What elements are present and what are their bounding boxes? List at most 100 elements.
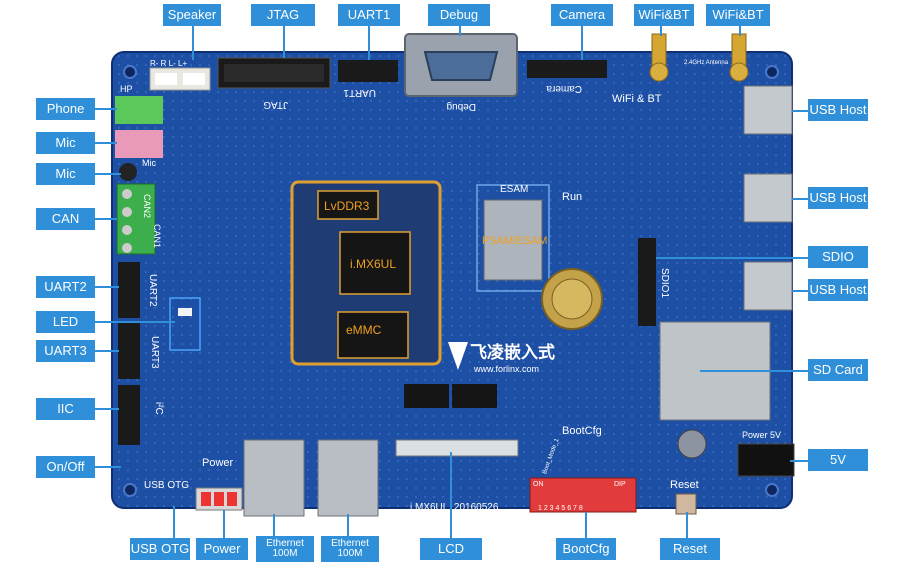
module-imx6ul: i.MX6UL <box>350 257 396 271</box>
connector-line <box>450 452 452 538</box>
ethernet-jacks <box>243 439 379 517</box>
connector-line <box>792 110 808 112</box>
silk-dip-numbers: 1 2 3 4 5 6 7 8 <box>538 505 583 512</box>
connector-line <box>273 514 275 536</box>
connector-line <box>95 408 119 410</box>
connector-line <box>283 26 285 58</box>
forlinx-logo-icon <box>448 342 468 370</box>
silk-antenna: 2.4GHz Antenna <box>684 60 729 66</box>
silk-can1: CAN1 <box>152 224 162 248</box>
module-lvddr3: LvDDR3 <box>324 199 370 213</box>
silk-can2: CAN2 <box>142 194 152 218</box>
connector-line <box>686 512 688 538</box>
label-usb-otg: USB OTG <box>130 538 190 560</box>
label-uart1: UART1 <box>338 4 400 26</box>
label-5v: 5V <box>808 449 868 471</box>
silk-hp: HP <box>120 84 133 94</box>
dc-jack <box>677 429 795 477</box>
usb-host-ports <box>743 85 793 311</box>
connector-line <box>95 466 121 468</box>
connector-line <box>347 514 349 536</box>
label-camera: Camera <box>551 4 613 26</box>
label-bootcfg: BootCfg <box>556 538 616 560</box>
lcd-connector <box>395 384 519 457</box>
label-mic-1: Mic <box>36 132 95 154</box>
label-on-off: On/Off <box>36 456 95 478</box>
camera-header <box>527 60 607 78</box>
silk-power5v: Power 5V <box>742 430 781 440</box>
connector-line <box>95 321 175 323</box>
silk-jtag: JTAG <box>263 99 288 110</box>
connector-line <box>192 26 194 60</box>
mounting-holes <box>123 65 779 497</box>
connector-line <box>790 460 808 462</box>
label-phone: Phone <box>36 98 95 120</box>
connector-line <box>660 26 662 36</box>
connector-line <box>581 26 583 60</box>
uart1-header <box>338 60 398 82</box>
power-switch <box>195 487 243 511</box>
connector-line <box>459 26 461 36</box>
label-usb-host-2: USB Host <box>808 187 868 209</box>
label-ethernet-2: Ethernet 100M <box>321 536 379 562</box>
label-iic: IIC <box>36 398 95 420</box>
speaker-connector <box>149 67 211 91</box>
label-wifi-bt-2: WiFi&BT <box>706 4 770 26</box>
debug-db9-connector <box>404 33 518 97</box>
connector-line <box>95 286 119 288</box>
silk-lr: R- R L- L+ <box>150 59 187 68</box>
connector-line <box>368 26 370 60</box>
connector-line <box>95 173 121 175</box>
label-uart2: UART2 <box>36 276 95 298</box>
label-ethernet-1: Ethernet 100M <box>256 536 314 562</box>
silk-version: i.MX6UL_20160526 <box>410 502 499 513</box>
silk-sdio1: SDIO1 <box>659 268 670 298</box>
som-module <box>290 180 442 366</box>
silk-esam: ESAM <box>500 184 528 195</box>
sdio-header <box>638 238 656 326</box>
wifi-antennas <box>649 33 749 82</box>
connector-line <box>792 198 808 200</box>
silk-camera: Camera <box>546 83 582 94</box>
led-group <box>169 297 201 351</box>
silk-dip: DIP <box>614 481 626 488</box>
silk-brand-url: www.forlinx.com <box>473 364 539 374</box>
connector-line <box>223 510 225 538</box>
silk-wifi-bt: WiFi & BT <box>612 93 662 105</box>
label-usb-host-3: USB Host <box>808 279 868 301</box>
can-terminal-block <box>116 183 156 255</box>
connector-line <box>95 218 117 220</box>
label-speaker: Speaker <box>163 4 221 26</box>
silk-power: Power <box>202 457 234 469</box>
label-mic-2: Mic <box>36 163 95 185</box>
silk-uart1: UART1 <box>343 87 376 98</box>
connector-line <box>656 257 808 259</box>
label-lcd: LCD <box>420 538 482 560</box>
silk-uart2: UART2 <box>147 274 158 307</box>
jtag-header <box>217 57 331 89</box>
label-jtag: JTAG <box>251 4 315 26</box>
label-sdio: SDIO <box>808 246 868 268</box>
silk-usb-otg: USB OTG <box>144 480 189 491</box>
label-power: Power <box>196 538 248 560</box>
connector-line <box>700 370 808 372</box>
module-psam: PSAM/ESAM <box>482 235 547 247</box>
pcb-board <box>111 51 793 509</box>
connector-line <box>95 142 117 144</box>
label-usb-host-1: USB Host <box>808 99 868 121</box>
silk-i2c: i²C <box>153 402 164 415</box>
coin-battery <box>541 268 603 330</box>
connector-line <box>739 26 741 36</box>
connector-line <box>173 506 175 538</box>
silk-debug: Debug <box>447 101 476 112</box>
label-debug: Debug <box>428 4 490 26</box>
silk-mic: Mic <box>142 158 156 168</box>
module-text: LvDDR3 i.MX6UL eMMC PSAM/ESAM <box>324 199 547 337</box>
connector-line <box>792 290 808 292</box>
label-wifi-bt-1: WiFi&BT <box>634 4 694 26</box>
connector-line <box>585 512 587 538</box>
silk-brand-cn: 飞凌嵌入式 <box>470 342 555 362</box>
label-reset: Reset <box>660 538 720 560</box>
